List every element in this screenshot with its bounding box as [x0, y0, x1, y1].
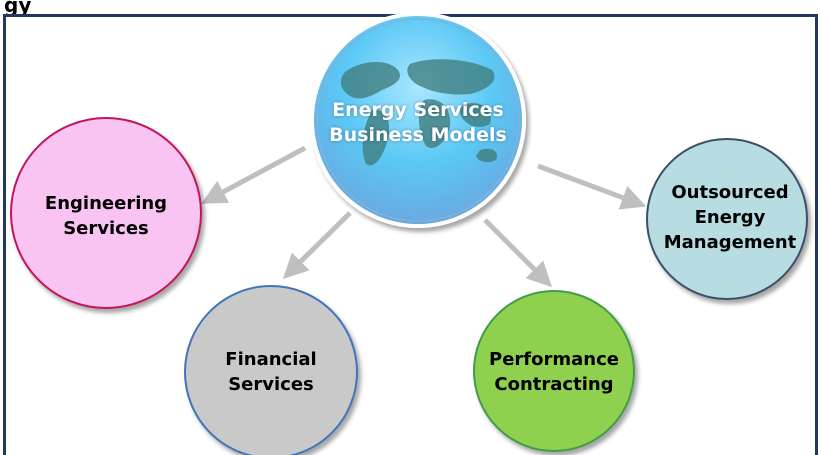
engineering-services-circle [10, 117, 202, 309]
arrow-to-financial [282, 211, 352, 280]
financial-services-label: Financial Services [225, 349, 317, 395]
performance-contracting-label: Performance Contracting [489, 349, 619, 395]
figure-title: gy [4, 0, 32, 17]
outsourced-energy-management-circle [646, 138, 808, 300]
world-map-icon [340, 59, 498, 166]
engineering-services-label: Engineering Services [44, 193, 168, 239]
arrow-to-engineering [201, 145, 307, 204]
outsourced-energy-management-label: Outsourced Energy Management [663, 181, 797, 253]
financial-services-circle [184, 285, 358, 455]
performance-contracting-circle [473, 290, 635, 452]
center-label: Energy Services Business Models [329, 99, 507, 146]
globe-circle [310, 12, 526, 228]
arrow-to-outsourced [537, 163, 647, 210]
arrow-to-performance [483, 218, 553, 288]
